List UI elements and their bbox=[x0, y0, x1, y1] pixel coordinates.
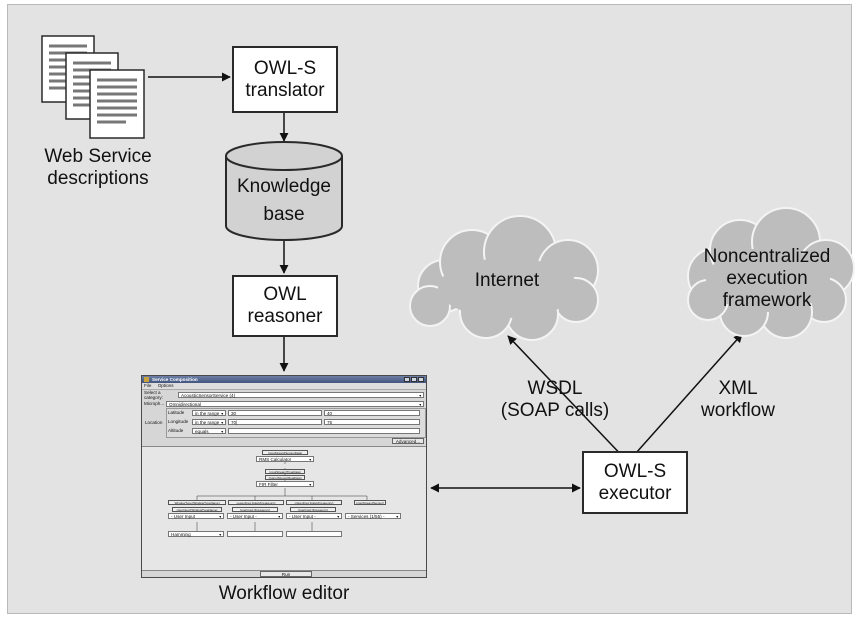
calc-input-tag: InputStream[SensorData] bbox=[262, 450, 308, 455]
input-stream-tag: InputStream[Sensor] bbox=[354, 500, 386, 505]
editor-title: Service Composition bbox=[152, 377, 198, 382]
altitude-op-select[interactable]: equals bbox=[192, 427, 226, 435]
altitude-row: Altitude equals bbox=[168, 427, 420, 435]
wsdl-label: WSDL (SOAP calls) bbox=[493, 378, 617, 422]
internet-cloud bbox=[409, 215, 599, 341]
lower-input-select[interactable]: - User Input - bbox=[227, 513, 283, 520]
lower-input-tag: UserInput:[Frequency] bbox=[232, 507, 278, 512]
internet-label: Internet bbox=[474, 270, 540, 291]
latitude-op-select[interactable]: in the range bbox=[192, 409, 226, 417]
location-label: Location bbox=[145, 420, 163, 425]
framework-line-3: framework bbox=[722, 290, 812, 311]
framework-label: Noncentralized execution framework bbox=[700, 246, 834, 312]
longitude-row: Longitude in the range 70| 75 bbox=[168, 418, 420, 426]
microphone-select[interactable]: Omnidirectional bbox=[166, 400, 424, 408]
owl-s-executor-box: OWL-S executor bbox=[582, 451, 688, 514]
docs-label-line-1: Web Service bbox=[44, 146, 152, 167]
xml-workflow-label: XML workflow bbox=[688, 378, 788, 422]
longitude-min-input[interactable]: 70| bbox=[228, 418, 322, 425]
upper-freq-input[interactable] bbox=[286, 531, 342, 537]
framework-line-1: Noncentralized bbox=[703, 246, 831, 267]
advanced-button[interactable]: Advanced... bbox=[392, 438, 424, 444]
kb-line-2: base bbox=[263, 204, 305, 225]
docs-label: Web Service descriptions bbox=[38, 146, 158, 190]
latitude-row: Latitude in the range 30 40 bbox=[168, 409, 420, 417]
longitude-op-select[interactable]: in the range bbox=[192, 418, 226, 426]
latitude-label: Latitude bbox=[168, 410, 185, 415]
owl-s-translator-box: OWL-S translator bbox=[232, 46, 338, 113]
knowledge-base-label: Knowledge base bbox=[226, 176, 342, 226]
category-row: Select a category: AcousticSensorService… bbox=[144, 389, 424, 400]
real-data-tag: OutputStream[RealData] bbox=[265, 475, 305, 480]
document-stack-icon bbox=[41, 35, 145, 139]
microphone-row: Microph... Omnidirectional bbox=[144, 400, 424, 408]
services-select[interactable]: - Services (1/55) - bbox=[345, 513, 401, 520]
upper-input-tag: UserInput:[Frequency] bbox=[290, 507, 336, 512]
minimize-icon[interactable] bbox=[404, 377, 410, 382]
maximize-icon[interactable] bbox=[411, 377, 417, 382]
docs-label-line-2: descriptions bbox=[47, 168, 149, 189]
category-select[interactable]: AcousticSensorService (4) bbox=[178, 391, 424, 399]
latitude-max-input[interactable]: 40 bbox=[324, 409, 420, 416]
rms-calculator-select[interactable]: RMS Calculator bbox=[256, 456, 314, 463]
window-type-select[interactable]: Hamming bbox=[168, 531, 224, 538]
lower-freq-input[interactable] bbox=[227, 531, 283, 537]
wsdl-line-1: WSDL bbox=[527, 378, 583, 399]
translator-line-1: OWL-S bbox=[253, 57, 317, 79]
arrow-executor-to-framework bbox=[627, 333, 743, 463]
microphone-label: Microph... bbox=[144, 401, 165, 406]
latitude-min-input[interactable]: 30 bbox=[228, 409, 322, 416]
translator-line-2: translator bbox=[245, 79, 325, 101]
workflow-editor-caption: Workflow editor bbox=[218, 583, 350, 604]
arrow-executor-to-internet bbox=[507, 335, 629, 463]
menu-file[interactable]: File bbox=[144, 383, 152, 388]
altitude-input[interactable] bbox=[228, 427, 420, 434]
window-input-select[interactable]: - User Input bbox=[168, 513, 224, 520]
editor-title-bar: Service Composition bbox=[142, 376, 426, 383]
longitude-label: Longitude bbox=[168, 419, 189, 424]
kb-line-1: Knowledge bbox=[236, 176, 332, 197]
executor-line-1: OWL-S bbox=[603, 460, 667, 482]
reasoner-line-1: OWL bbox=[263, 284, 307, 305]
run-button[interactable]: Run bbox=[260, 571, 312, 577]
editor-menu-bar: File Options bbox=[142, 383, 426, 390]
upper-freq-tag: UpperFreq:[LikelyFrequency] bbox=[286, 500, 342, 505]
window-type-tag: WindowType:[WindowTypeName] bbox=[168, 500, 226, 505]
wsdl-line-2: (SOAP calls) bbox=[500, 400, 610, 421]
menu-options[interactable]: Options bbox=[157, 383, 174, 388]
reasoner-line-2: reasoner bbox=[247, 306, 323, 327]
knowledge-base-cylinder bbox=[225, 141, 343, 241]
workflow-editor-window: Service Composition File Options Select … bbox=[141, 375, 427, 578]
close-icon[interactable] bbox=[418, 377, 424, 382]
app-icon bbox=[144, 377, 149, 382]
framework-cloud bbox=[687, 207, 855, 339]
fir-filter-select[interactable]: FIR Filter bbox=[256, 481, 314, 488]
lower-freq-tag: LowerFreq:[LikelyFrequency] bbox=[228, 500, 284, 505]
window-controls bbox=[404, 377, 424, 382]
xml-line-2: workflow bbox=[701, 400, 775, 421]
framework-line-2: execution bbox=[726, 268, 808, 289]
altitude-label: Altitude bbox=[168, 428, 184, 433]
time-data-tag: InputStream[TimeData] bbox=[265, 469, 305, 474]
window-input-tag: UserInput:[WindowTypeName] bbox=[172, 507, 222, 512]
longitude-max-input[interactable]: 75 bbox=[324, 418, 420, 425]
owl-reasoner-box: OWL reasoner bbox=[232, 275, 338, 337]
upper-input-select[interactable]: - User Input - bbox=[286, 513, 342, 520]
executor-line-2: executor bbox=[598, 482, 672, 504]
category-label: Select a category: bbox=[144, 389, 163, 400]
xml-line-1: XML bbox=[718, 378, 758, 399]
